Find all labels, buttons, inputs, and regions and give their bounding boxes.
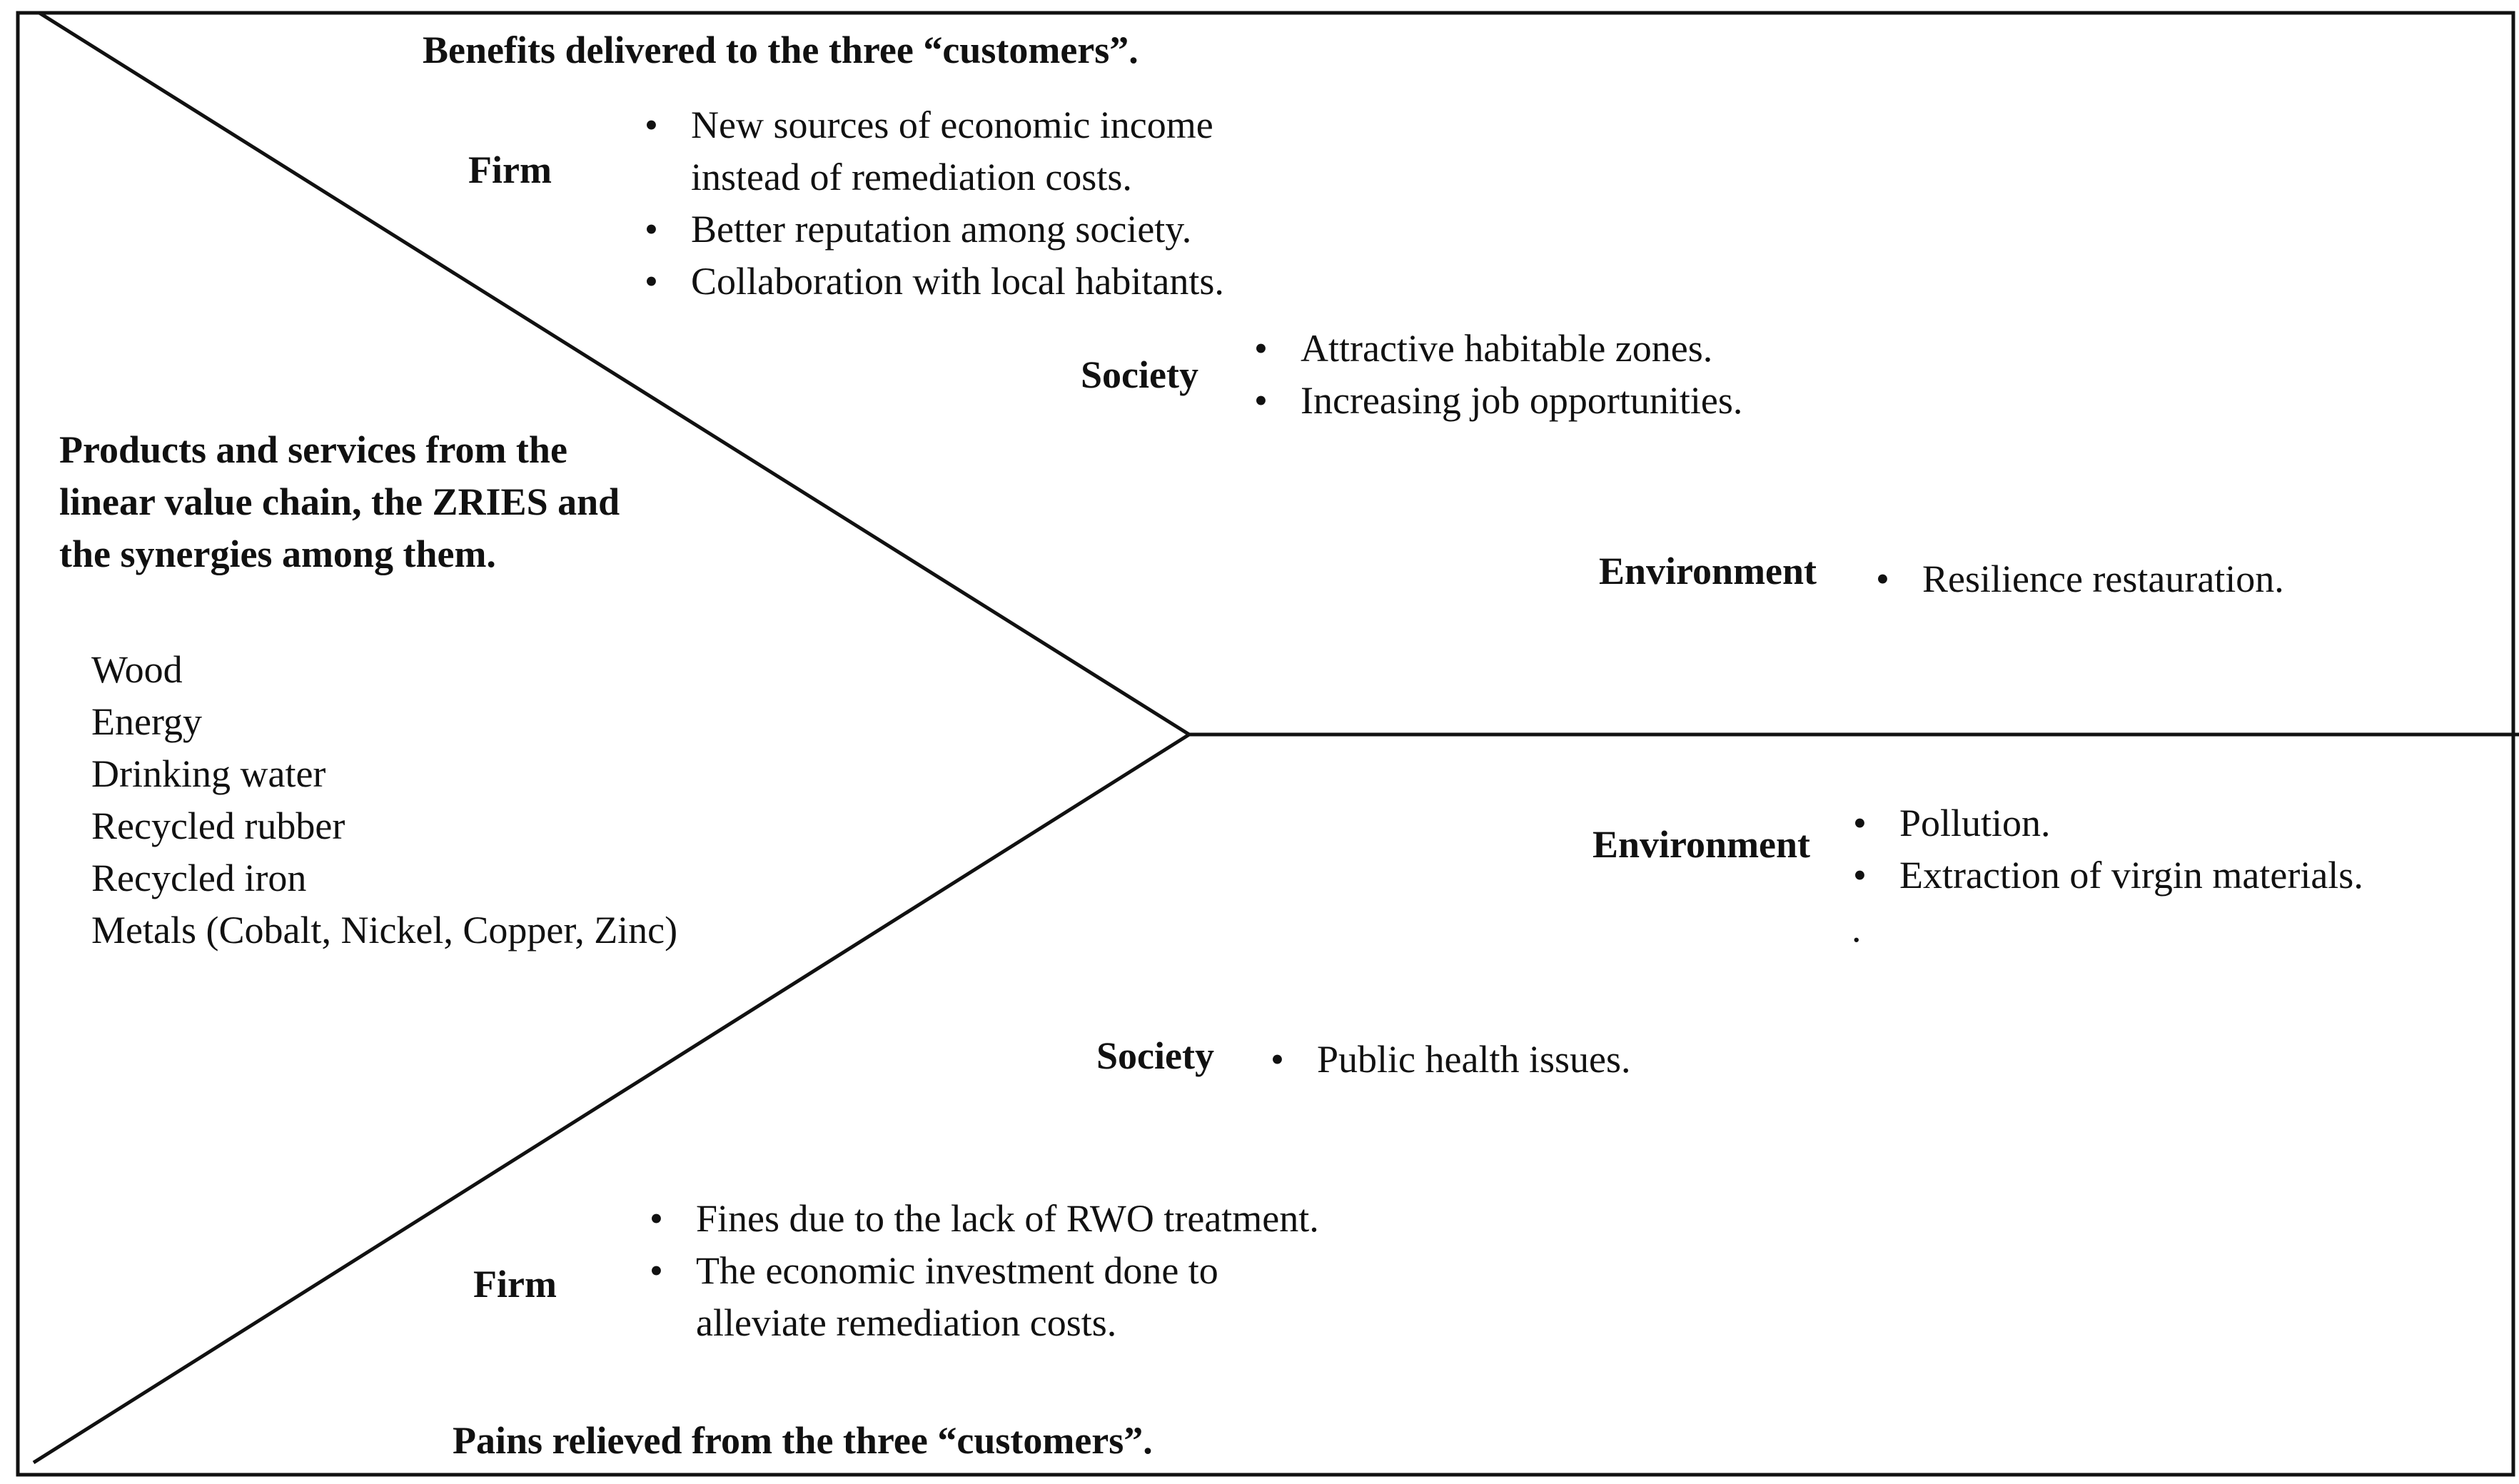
pains-environment-label: Environment <box>1592 823 1811 866</box>
pains-firm-list: Fines due to the lack of RWO treatment. … <box>650 1193 1319 1349</box>
pains-heading: Pains relieved from the three “customers… <box>453 1419 1153 1462</box>
pains-firm-label: Firm <box>473 1263 557 1306</box>
pains-environment-list: Pollution. Extraction of virgin material… <box>1853 797 2363 902</box>
list-item: Fines due to the lack of RWO treatment. <box>650 1193 1319 1245</box>
outer-border <box>16 11 2515 1477</box>
list-item: Attractive habitable zones. <box>1254 323 1742 375</box>
products-heading-line-2: linear value chain, the ZRIES and <box>59 480 620 523</box>
benefits-society-list: Attractive habitable zones. Increasing j… <box>1254 323 1742 427</box>
list-item: Pollution. <box>1853 797 2363 849</box>
list-item: The economic investment done to <box>650 1245 1319 1297</box>
list-item: Recycled iron <box>91 857 307 899</box>
list-item: Public health issues. <box>1271 1034 1630 1086</box>
benefits-environment-label: Environment <box>1599 550 1817 592</box>
benefits-heading: Benefits delivered to the three “custome… <box>423 29 1139 71</box>
benefits-society-label: Society <box>1081 353 1198 396</box>
benefits-firm-label: Firm <box>468 148 552 191</box>
list-item: Extraction of virgin materials. <box>1853 849 2363 902</box>
list-item: Resilience restauration. <box>1876 553 2284 605</box>
pains-environment-trailing-mark: . <box>1852 907 1862 950</box>
lower-diagonal-line <box>32 732 1191 1465</box>
upper-diagonal-line <box>38 11 1191 737</box>
benefits-firm-list: New sources of economic income instead o… <box>645 99 1224 308</box>
list-item: New sources of economic income <box>645 99 1224 151</box>
list-item-text: instead of remediation costs. <box>691 156 1132 198</box>
list-item: Metals (Cobalt, Nickel, Copper, Zinc) <box>91 909 678 952</box>
list-item: Collaboration with local habitants. <box>645 256 1224 308</box>
products-heading-line-1: Products and services from the <box>59 428 567 471</box>
list-item: Increasing job opportunities. <box>1254 375 1742 427</box>
list-item: Wood <box>91 648 183 691</box>
list-item: Better reputation among society. <box>645 203 1224 256</box>
products-list: Wood Energy Drinking water Recycled rubb… <box>91 644 677 956</box>
benefits-environment-list: Resilience restauration. <box>1876 553 2284 605</box>
list-item-text: alleviate remediation costs. <box>696 1301 1117 1344</box>
list-item: Drinking water <box>91 752 326 795</box>
list-item-continuation: instead of remediation costs. <box>645 151 1224 203</box>
products-heading-line-3: the synergies among them. <box>59 532 496 575</box>
pains-society-list: Public health issues. <box>1271 1034 1630 1086</box>
list-item: Energy <box>91 700 202 743</box>
list-item: Recycled rubber <box>91 804 345 847</box>
list-item-continuation: alleviate remediation costs. <box>650 1297 1319 1349</box>
pains-society-label: Society <box>1096 1034 1214 1077</box>
